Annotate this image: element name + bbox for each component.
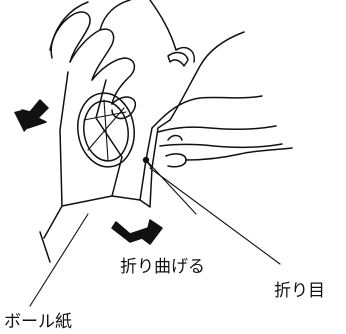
label-fold-bend: 折り曲げる bbox=[120, 257, 205, 277]
fold-crease bbox=[142, 119, 161, 164]
label-cardboard: ボール紙 bbox=[4, 312, 72, 332]
lens-window bbox=[77, 92, 135, 168]
leader-cardboard bbox=[29, 213, 89, 307]
leader-fold-line bbox=[149, 167, 281, 265]
hands bbox=[49, 0, 293, 168]
bent-arrow-icon bbox=[111, 219, 163, 245]
leader-fold-bend bbox=[145, 159, 197, 215]
bent-arrow-icon bbox=[14, 99, 49, 132]
label-fold-line: 折り目 bbox=[274, 281, 325, 301]
